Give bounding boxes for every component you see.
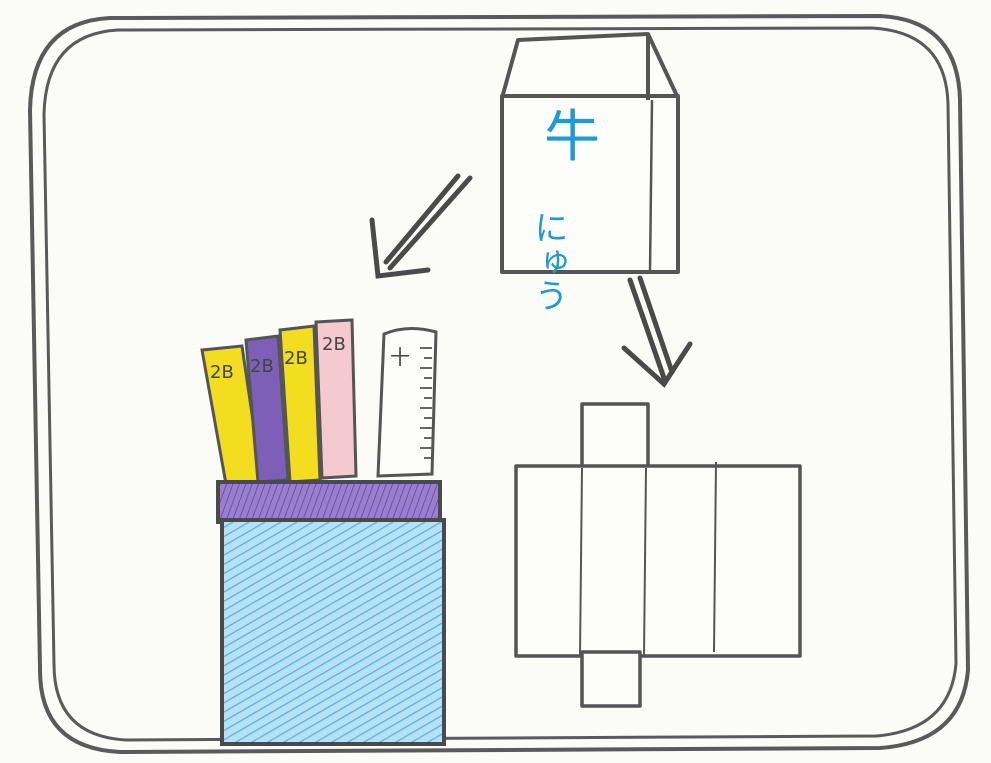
milk-label-hiragana: にゅう — [528, 210, 568, 312]
pencil-cup — [218, 482, 444, 744]
cup-body — [222, 520, 444, 744]
carton-net — [516, 404, 800, 706]
ruler-mark: 十 — [390, 345, 410, 369]
cup-rim — [218, 482, 440, 522]
arrow-to-cup-icon — [372, 176, 470, 276]
pencil-3-label: 2B — [284, 348, 308, 369]
pencil-4-label: 2B — [322, 334, 346, 355]
milk-label-kanji: 牛 — [544, 105, 600, 170]
frame — [30, 16, 968, 752]
pencil-1-label: 2B — [210, 362, 234, 383]
pencil-2-label: 2B — [250, 356, 274, 377]
arrow-to-net-icon — [624, 278, 690, 384]
